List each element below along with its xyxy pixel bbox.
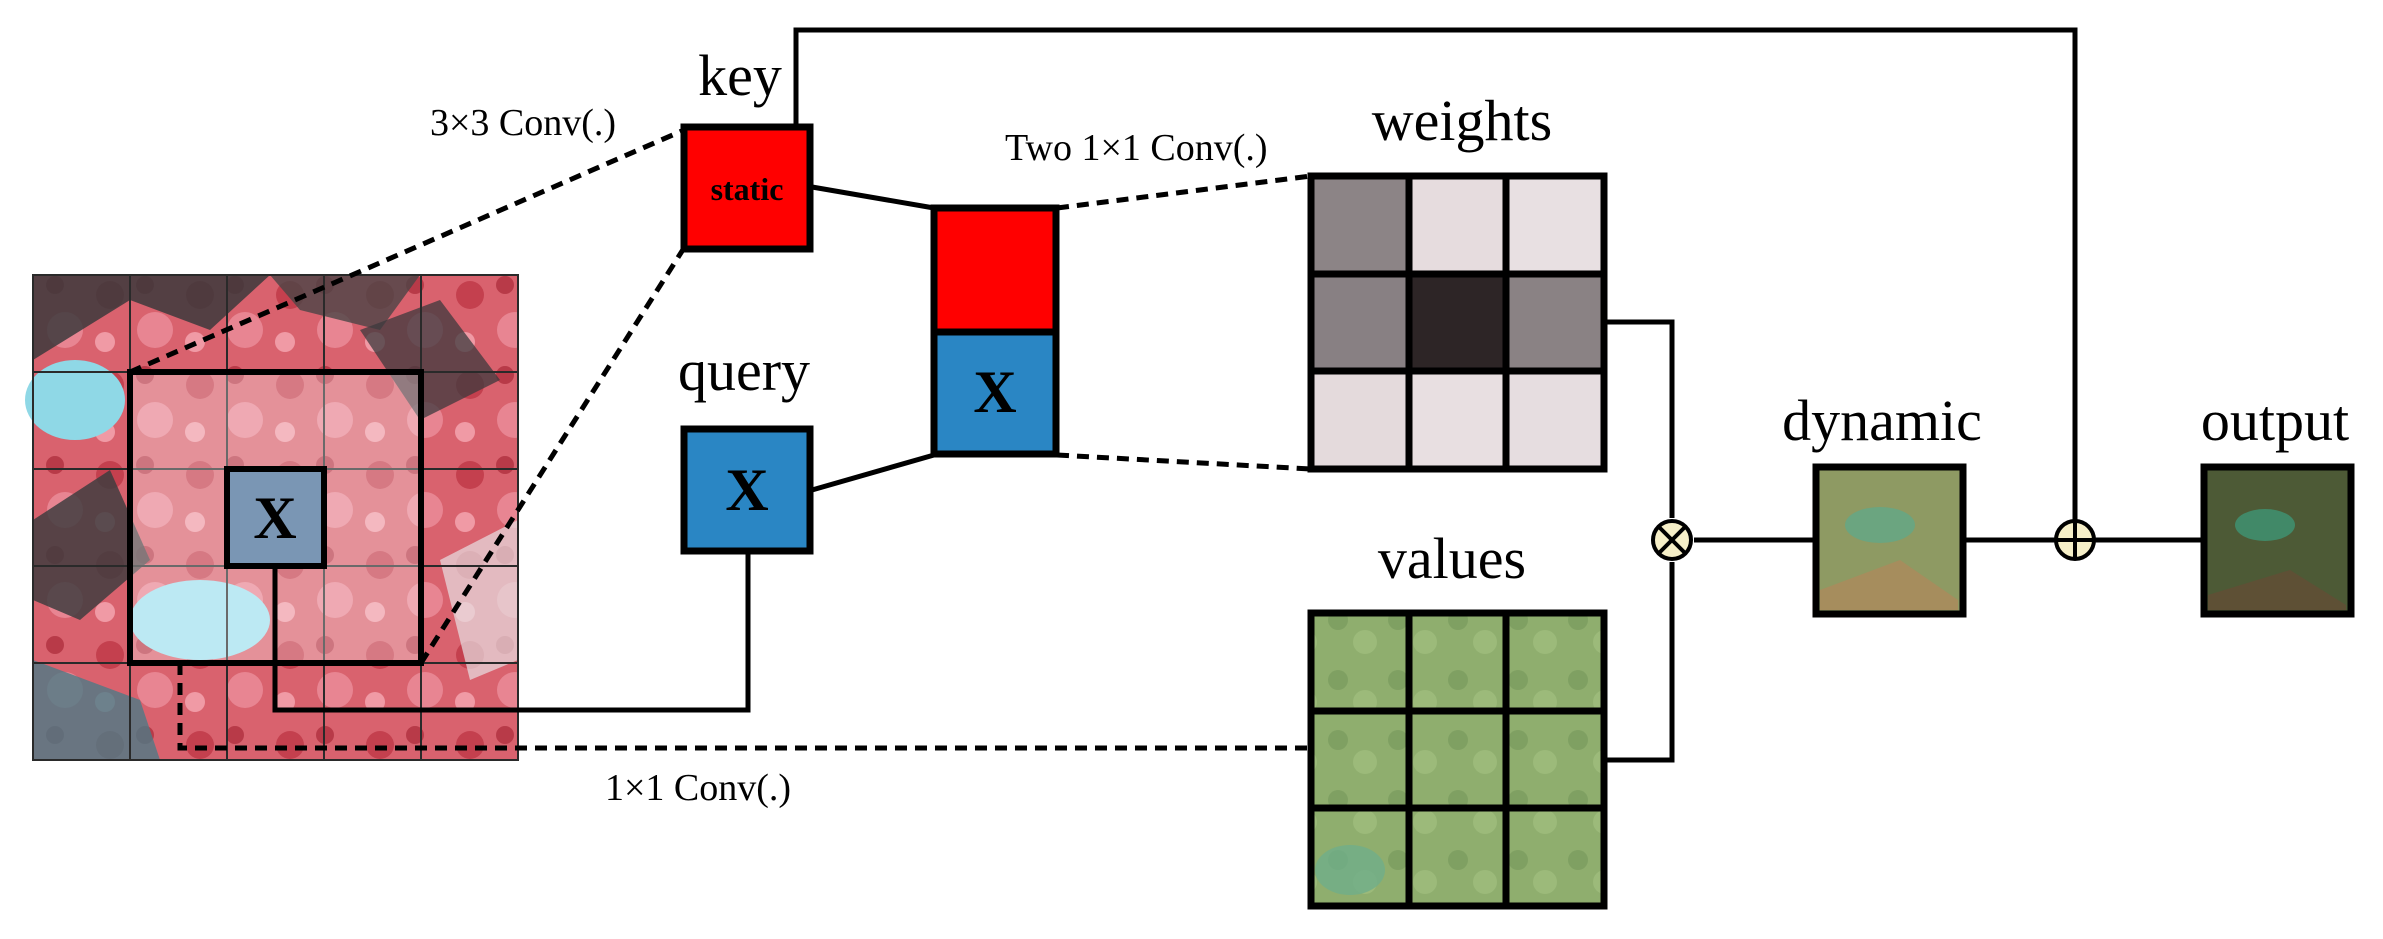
line-query-to-concat bbox=[811, 452, 935, 493]
dash-concat-to-weights-bottom bbox=[1056, 452, 1312, 472]
values-label: values bbox=[1378, 526, 1526, 591]
concat-block: X bbox=[930, 204, 1060, 458]
weights-cells bbox=[1311, 176, 1605, 470]
weights-cell bbox=[1506, 273, 1605, 372]
dash-window-to-key-bottom bbox=[418, 246, 687, 665]
add-operator bbox=[2054, 519, 2096, 561]
dynamic-block: dynamic bbox=[1782, 388, 1982, 618]
input-image: X bbox=[25, 274, 519, 761]
query-label: query bbox=[678, 338, 810, 403]
weights-grid bbox=[1307, 172, 1608, 473]
output-label: output bbox=[2201, 388, 2349, 453]
output-feature bbox=[2235, 509, 2295, 541]
dash-concat-to-weights-top bbox=[1056, 173, 1312, 211]
weights-cell bbox=[1506, 176, 1605, 274]
weights-cell bbox=[1408, 371, 1507, 470]
shadow-region-left bbox=[33, 470, 150, 620]
multiply-operator bbox=[1651, 519, 1693, 561]
shadow-region-top-right bbox=[270, 275, 420, 330]
key-box bbox=[680, 123, 814, 253]
weights-cell bbox=[1311, 176, 1409, 274]
weights-cell bbox=[1408, 273, 1507, 372]
weights-block: weights bbox=[1307, 88, 1608, 473]
query-box bbox=[680, 425, 814, 555]
water-patch-left bbox=[25, 360, 125, 440]
values-block: values bbox=[1307, 526, 1608, 910]
dash-window-to-key-top bbox=[128, 127, 686, 375]
weights-cell bbox=[1311, 371, 1409, 470]
output-block: output bbox=[2200, 388, 2355, 618]
key-block: key static bbox=[680, 43, 814, 253]
line-key-to-concat bbox=[811, 184, 935, 211]
conv1x1-label: 1×1 Conv(.) bbox=[605, 767, 791, 809]
weights-cell bbox=[1311, 273, 1409, 372]
conv3x3-label: 3×3 Conv(.) bbox=[430, 102, 616, 144]
query-x-label: X bbox=[725, 457, 768, 523]
values-feature bbox=[1315, 845, 1385, 895]
concat-query-box bbox=[930, 328, 1060, 458]
rooftop-bottom-left bbox=[33, 660, 160, 760]
weights-cell bbox=[1506, 371, 1605, 470]
line-weights-to-multiply bbox=[1604, 319, 1675, 518]
dynamic-feature bbox=[1845, 507, 1915, 543]
weights-label: weights bbox=[1372, 88, 1552, 153]
line-skip-connection bbox=[793, 27, 2078, 520]
dynamic-label: dynamic bbox=[1782, 388, 1982, 453]
values-grid bbox=[1307, 609, 1608, 910]
light-patch-right bbox=[440, 520, 518, 680]
query-block: query X bbox=[678, 338, 814, 555]
static-label: static bbox=[711, 171, 784, 207]
weights-cell bbox=[1408, 176, 1507, 274]
shadow-region-top bbox=[33, 275, 270, 360]
line-values-to-multiply bbox=[1604, 562, 1675, 763]
concat-key-box bbox=[930, 204, 1060, 336]
dash-to-values bbox=[177, 663, 1311, 751]
circle-times-stroke-b bbox=[1657, 525, 1687, 555]
dynamic-feature-2 bbox=[1820, 560, 1958, 610]
center-pixel bbox=[224, 466, 327, 569]
concat-x-label: X bbox=[973, 359, 1016, 425]
connectors bbox=[128, 27, 2204, 763]
water-patch-bottom bbox=[130, 580, 270, 660]
shadow-region-right bbox=[360, 300, 500, 420]
center-pixel-label: X bbox=[253, 485, 296, 551]
output-feature-2 bbox=[2208, 570, 2346, 610]
key-label: key bbox=[698, 43, 782, 108]
line-center-to-query bbox=[272, 553, 751, 713]
two-conv1x1-label: Two 1×1 Conv(.) bbox=[1005, 127, 1268, 169]
